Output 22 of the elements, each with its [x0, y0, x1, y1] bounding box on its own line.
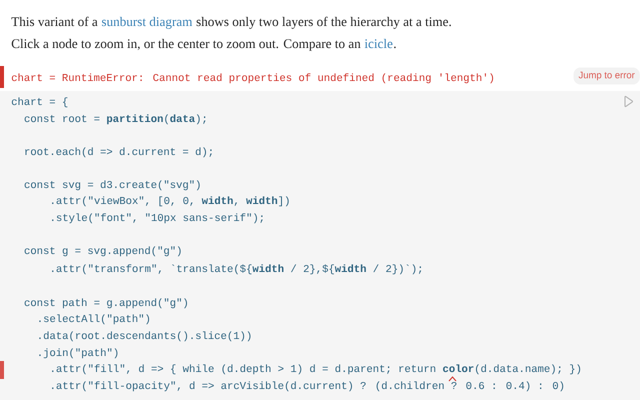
code-line: chart = {: [12, 97, 68, 108]
code-line: const g = svg.append("g"): [24, 246, 181, 256]
intro-text: Click a node to zoom in, or the center to zoom out. Compare to an: [12, 38, 361, 51]
code-line: const svg = d3.create("svg"): [24, 180, 200, 190]
code-line: const path = g.append("g"): [24, 298, 187, 308]
code-line: const root = partition(data);: [24, 114, 206, 124]
jump-to-error-button: Jump to error: [574, 68, 640, 84]
code-line: root.each(d => d.current = d);: [25, 147, 212, 158]
link: icicle: [364, 38, 392, 48]
code-line: .join("path"): [39, 348, 118, 358]
code-line: .attr("transform", `translate(${width / 2},${width / 2})`);: [52, 264, 422, 274]
code-line: .style("font", "10px sans-serif");: [52, 213, 263, 224]
intro-text: .: [394, 46, 396, 48]
link: sunburst diagram: [102, 16, 192, 29]
intro-text: shows only two layers of the hierarchy at a time.: [196, 16, 451, 29]
error-message: chart = RuntimeError: Cannot read properties of undefined (reading 'length'): [12, 73, 494, 84]
code-line: .selectAll("path"): [39, 314, 150, 324]
code-line: .attr("fill", d => { while (d.depth > 1) d = d.parent; return color(d.data.name); }): [52, 364, 580, 374]
code-line: .attr("viewBox", [0, 0, width, width]): [52, 196, 289, 206]
code-line: .attr("fill-opacity", d => arcVisible(d.current) ? (d.children ? 0.6 : 0.4) : 0): [52, 381, 564, 392]
code-line: .data(root.descendants().slice(1)): [39, 331, 250, 342]
intro-text: This variant of a: [11, 16, 98, 26]
